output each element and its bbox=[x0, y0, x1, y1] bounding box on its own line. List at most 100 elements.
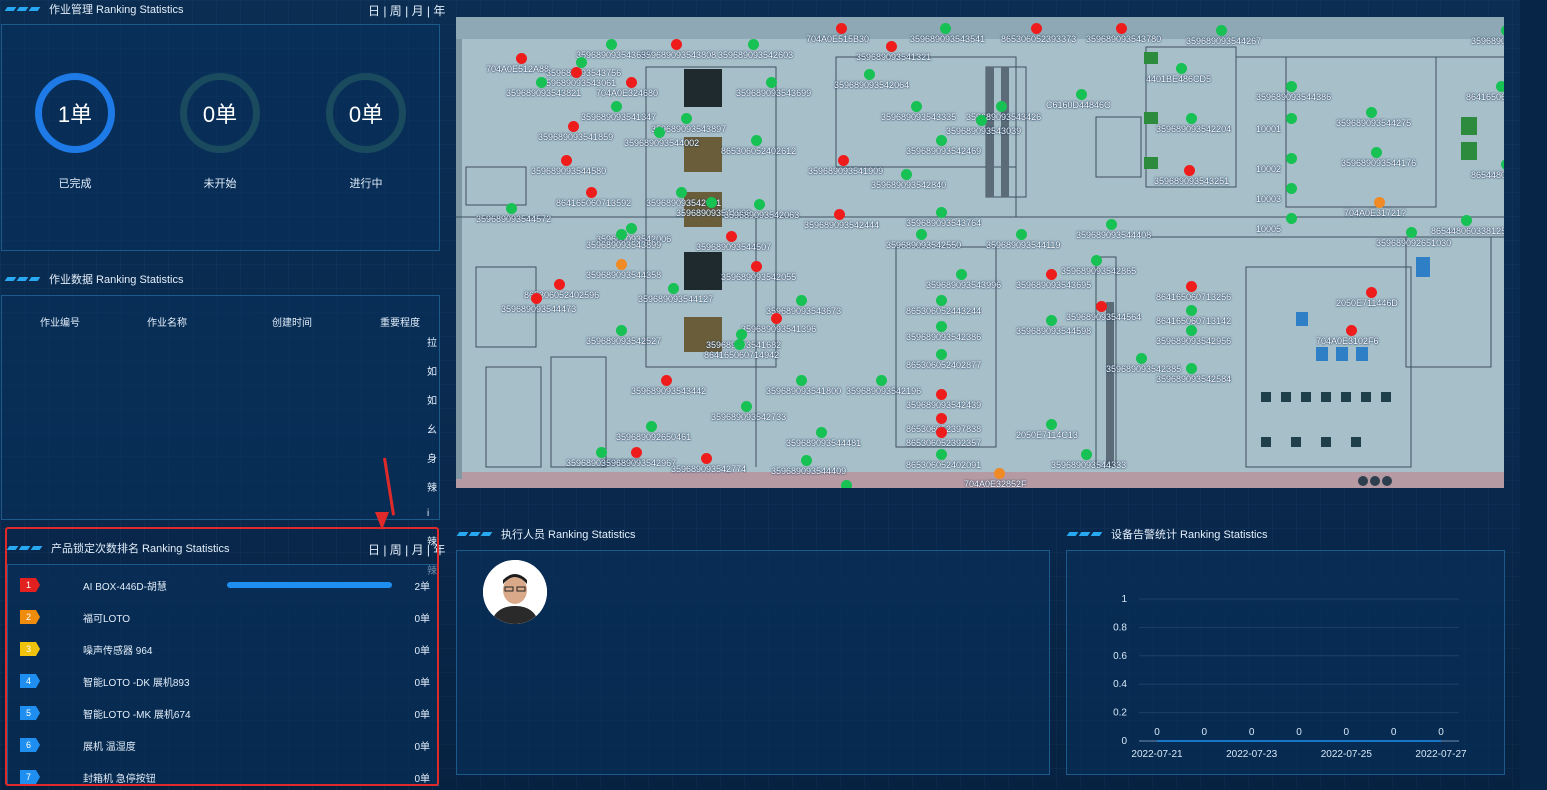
device-status-dot[interactable] bbox=[936, 135, 947, 146]
device-status-dot[interactable] bbox=[1186, 281, 1197, 292]
device-status-dot[interactable] bbox=[1366, 107, 1377, 118]
device-status-dot[interactable] bbox=[1286, 213, 1297, 224]
device-status-dot[interactable] bbox=[1176, 63, 1187, 74]
device-status-dot[interactable] bbox=[1286, 81, 1297, 92]
job-mgmt-period-tabs[interactable]: 日 | 周 | 月 | 年 bbox=[368, 4, 446, 18]
device-status-dot[interactable] bbox=[1096, 301, 1107, 312]
device-status-dot[interactable] bbox=[626, 223, 637, 234]
device-status-dot[interactable] bbox=[936, 389, 947, 400]
device-status-dot[interactable] bbox=[586, 187, 597, 198]
device-status-dot[interactable] bbox=[1286, 183, 1297, 194]
device-status-dot[interactable] bbox=[836, 23, 847, 34]
device-status-dot[interactable] bbox=[616, 229, 627, 240]
device-status-dot[interactable] bbox=[1374, 197, 1385, 208]
device-status-dot[interactable] bbox=[531, 293, 542, 304]
device-status-dot[interactable] bbox=[864, 69, 875, 80]
device-status-dot[interactable] bbox=[766, 77, 777, 88]
device-status-dot[interactable] bbox=[1016, 229, 1027, 240]
device-status-dot[interactable] bbox=[796, 375, 807, 386]
device-status-dot[interactable] bbox=[876, 375, 887, 386]
device-status-dot[interactable] bbox=[1076, 89, 1087, 100]
device-status-dot[interactable] bbox=[561, 155, 572, 166]
device-status-dot[interactable] bbox=[936, 207, 947, 218]
device-status-dot[interactable] bbox=[916, 229, 927, 240]
device-status-dot[interactable] bbox=[626, 77, 637, 88]
device-status-dot[interactable] bbox=[936, 295, 947, 306]
device-status-dot[interactable] bbox=[1046, 269, 1057, 280]
device-status-dot[interactable] bbox=[676, 187, 687, 198]
device-status-dot[interactable] bbox=[671, 39, 682, 50]
device-status-dot[interactable] bbox=[1286, 153, 1297, 164]
device-status-dot[interactable] bbox=[596, 447, 607, 458]
device-status-dot[interactable] bbox=[936, 449, 947, 460]
device-status-dot[interactable] bbox=[911, 101, 922, 112]
device-status-dot[interactable] bbox=[1216, 25, 1227, 36]
device-status-dot[interactable] bbox=[751, 261, 762, 272]
device-status-dot[interactable] bbox=[1366, 287, 1377, 298]
device-status-dot[interactable] bbox=[996, 101, 1007, 112]
product-rank-period-tabs[interactable]: 日 | 周 | 月 | 年 bbox=[368, 543, 446, 557]
device-status-dot[interactable] bbox=[1116, 23, 1127, 34]
device-status-dot[interactable] bbox=[616, 259, 627, 270]
device-status-dot[interactable] bbox=[611, 101, 622, 112]
device-status-dot[interactable] bbox=[936, 427, 947, 438]
device-status-dot[interactable] bbox=[616, 325, 627, 336]
device-status-dot[interactable] bbox=[506, 203, 517, 214]
device-status-dot[interactable] bbox=[571, 67, 582, 78]
device-status-dot[interactable] bbox=[1501, 25, 1504, 36]
device-status-dot[interactable] bbox=[771, 313, 782, 324]
device-status-dot[interactable] bbox=[734, 339, 745, 350]
col-job-name[interactable]: 作业名称 bbox=[147, 318, 187, 329]
device-status-dot[interactable] bbox=[1046, 419, 1057, 430]
device-status-dot[interactable] bbox=[1286, 113, 1297, 124]
device-status-dot[interactable] bbox=[838, 155, 849, 166]
device-status-dot[interactable] bbox=[631, 447, 642, 458]
device-status-dot[interactable] bbox=[1031, 23, 1042, 34]
device-status-dot[interactable] bbox=[654, 127, 665, 138]
device-status-dot[interactable] bbox=[646, 421, 657, 432]
device-status-dot[interactable] bbox=[1501, 159, 1504, 170]
col-create-time[interactable]: 创建时间 bbox=[272, 318, 312, 329]
device-status-dot[interactable] bbox=[1496, 81, 1504, 92]
device-status-dot[interactable] bbox=[1186, 325, 1197, 336]
device-status-dot[interactable] bbox=[568, 121, 579, 132]
device-status-dot[interactable] bbox=[1136, 353, 1147, 364]
device-status-dot[interactable] bbox=[1091, 255, 1102, 266]
device-status-dot[interactable] bbox=[936, 321, 947, 332]
device-status-dot[interactable] bbox=[936, 349, 947, 360]
device-status-dot[interactable] bbox=[1184, 165, 1195, 176]
device-status-dot[interactable] bbox=[748, 39, 759, 50]
device-status-dot[interactable] bbox=[1406, 227, 1417, 238]
device-status-dot[interactable] bbox=[741, 401, 752, 412]
device-status-dot[interactable] bbox=[726, 231, 737, 242]
device-status-dot[interactable] bbox=[834, 209, 845, 220]
device-status-dot[interactable] bbox=[976, 115, 987, 126]
avatar[interactable] bbox=[483, 560, 547, 624]
device-status-dot[interactable] bbox=[701, 453, 712, 464]
device-status-dot[interactable] bbox=[681, 113, 692, 124]
device-status-dot[interactable] bbox=[1106, 219, 1117, 230]
device-status-dot[interactable] bbox=[956, 269, 967, 280]
device-status-dot[interactable] bbox=[516, 53, 527, 64]
device-status-dot[interactable] bbox=[668, 283, 679, 294]
device-status-dot[interactable] bbox=[1186, 113, 1197, 124]
device-status-dot[interactable] bbox=[796, 295, 807, 306]
device-status-dot[interactable] bbox=[751, 135, 762, 146]
device-status-dot[interactable] bbox=[886, 41, 897, 52]
device-status-dot[interactable] bbox=[1186, 305, 1197, 316]
device-status-dot[interactable] bbox=[936, 413, 947, 424]
device-status-dot[interactable] bbox=[1346, 325, 1357, 336]
col-importance[interactable]: 重要程度 bbox=[380, 318, 420, 329]
device-status-dot[interactable] bbox=[1046, 315, 1057, 326]
device-status-dot[interactable] bbox=[554, 279, 565, 290]
device-status-dot[interactable] bbox=[606, 39, 617, 50]
device-status-dot[interactable] bbox=[841, 480, 852, 488]
device-status-dot[interactable] bbox=[536, 77, 547, 88]
device-status-dot[interactable] bbox=[1461, 215, 1472, 226]
